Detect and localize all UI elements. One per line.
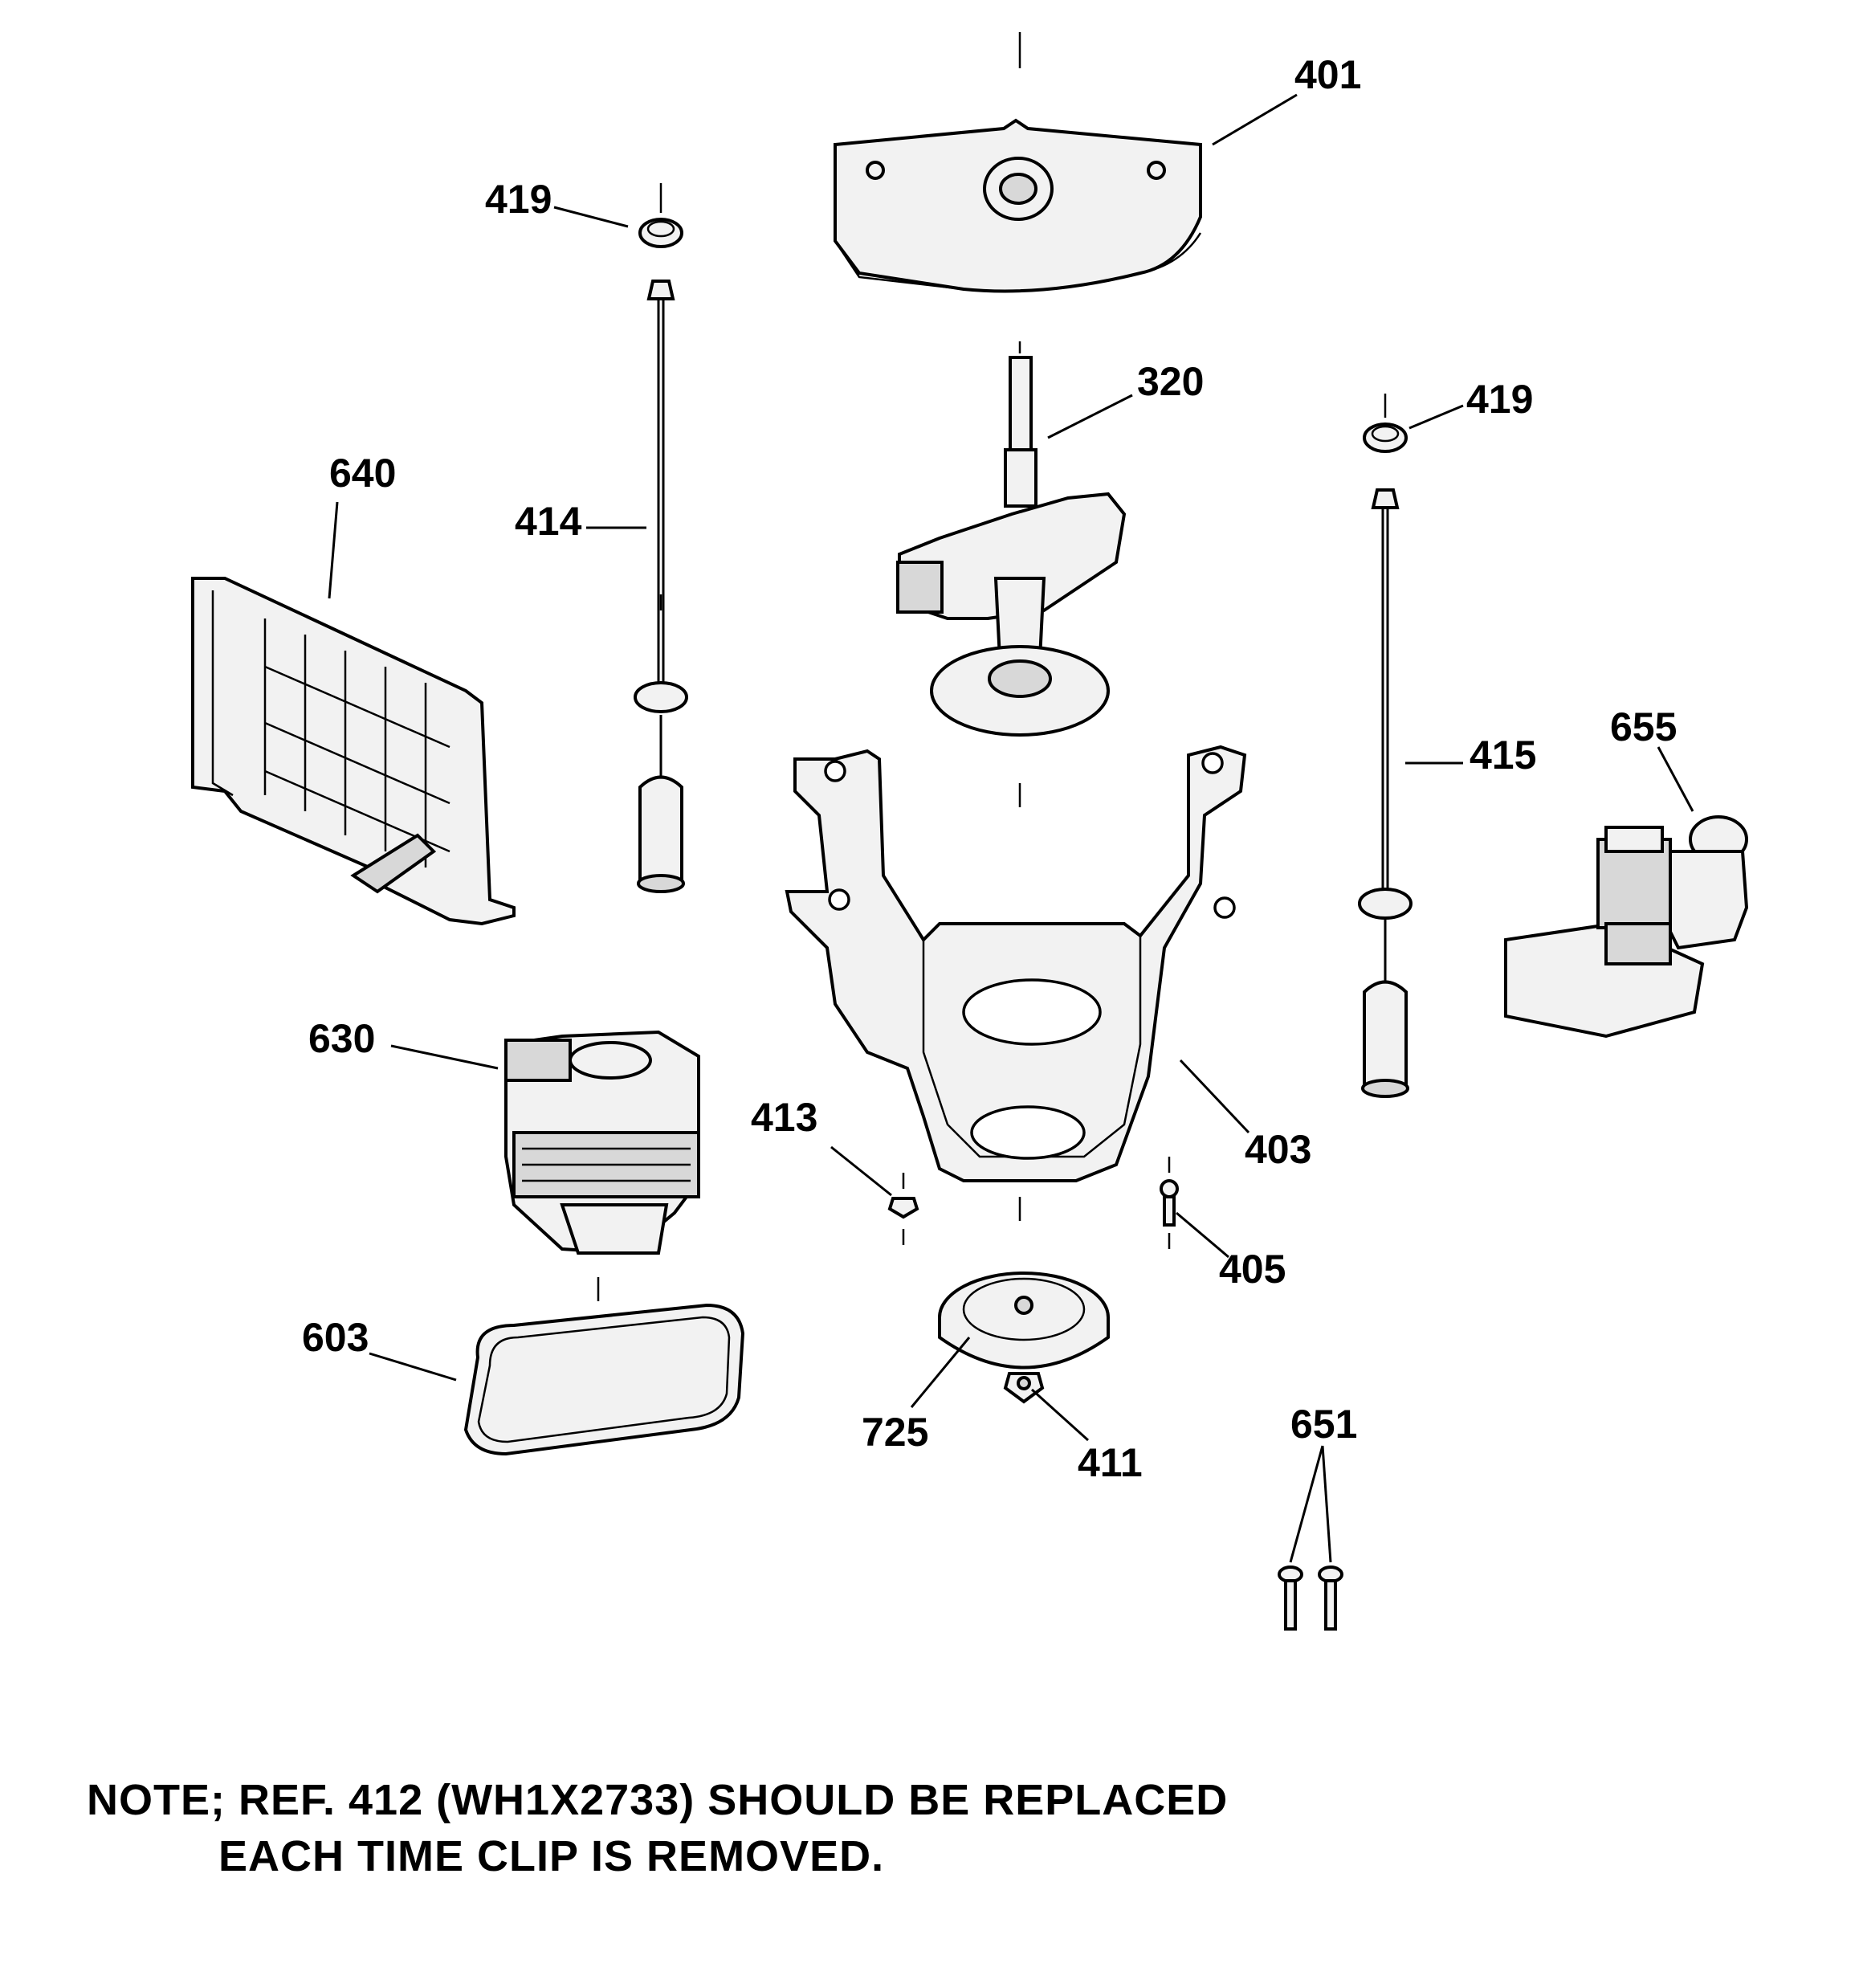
part-411-nut (1003, 1372, 1045, 1404)
part-603-belt (463, 1303, 745, 1456)
part-414-suspension-rod (634, 280, 688, 893)
callout-651: 651 (1290, 1402, 1357, 1447)
part-640-bracket-frame (191, 577, 516, 926)
callout-419-left: 419 (485, 177, 552, 222)
callout-320: 320 (1137, 359, 1204, 404)
leader-lines (328, 93, 1694, 1563)
callout-403: 403 (1245, 1127, 1311, 1172)
callout-405: 405 (1219, 1247, 1286, 1292)
callout-640: 640 (329, 451, 396, 496)
part-320-transmission (896, 341, 1127, 807)
callout-419-right: 419 (1466, 377, 1533, 422)
part-403-suspension-base (785, 745, 1247, 1221)
note-line-1: NOTE; REF. 412 (WH1X2733) SHOULD BE REPL… (87, 1776, 1229, 1824)
part-655-pump (1504, 815, 1749, 1039)
callout-655: 655 (1610, 704, 1677, 749)
part-405-bolt (1160, 1157, 1179, 1249)
part-419-cap-left (638, 183, 683, 248)
callout-413: 413 (751, 1095, 817, 1140)
part-651-screws (1278, 1565, 1343, 1631)
part-630-motor (504, 1030, 700, 1301)
part-415-suspension-rod (1358, 488, 1413, 1098)
callout-725: 725 (862, 1410, 928, 1455)
callout-630: 630 (308, 1016, 375, 1061)
part-413-nut (887, 1173, 919, 1245)
callout-401: 401 (1294, 52, 1361, 97)
callout-415: 415 (1470, 733, 1536, 778)
callout-414: 414 (515, 499, 582, 544)
callout-411: 411 (1078, 1440, 1143, 1485)
part-401-cover-plate (834, 32, 1202, 293)
part-419-cap-right (1363, 394, 1408, 453)
note-line-2: EACH TIME CLIP IS REMOVED. (218, 1832, 885, 1880)
callout-603: 603 (302, 1315, 369, 1360)
part-725-pulley (938, 1272, 1110, 1370)
callout-labels: 401 419 419 320 640 414 415 655 630 413 … (302, 52, 1677, 1485)
